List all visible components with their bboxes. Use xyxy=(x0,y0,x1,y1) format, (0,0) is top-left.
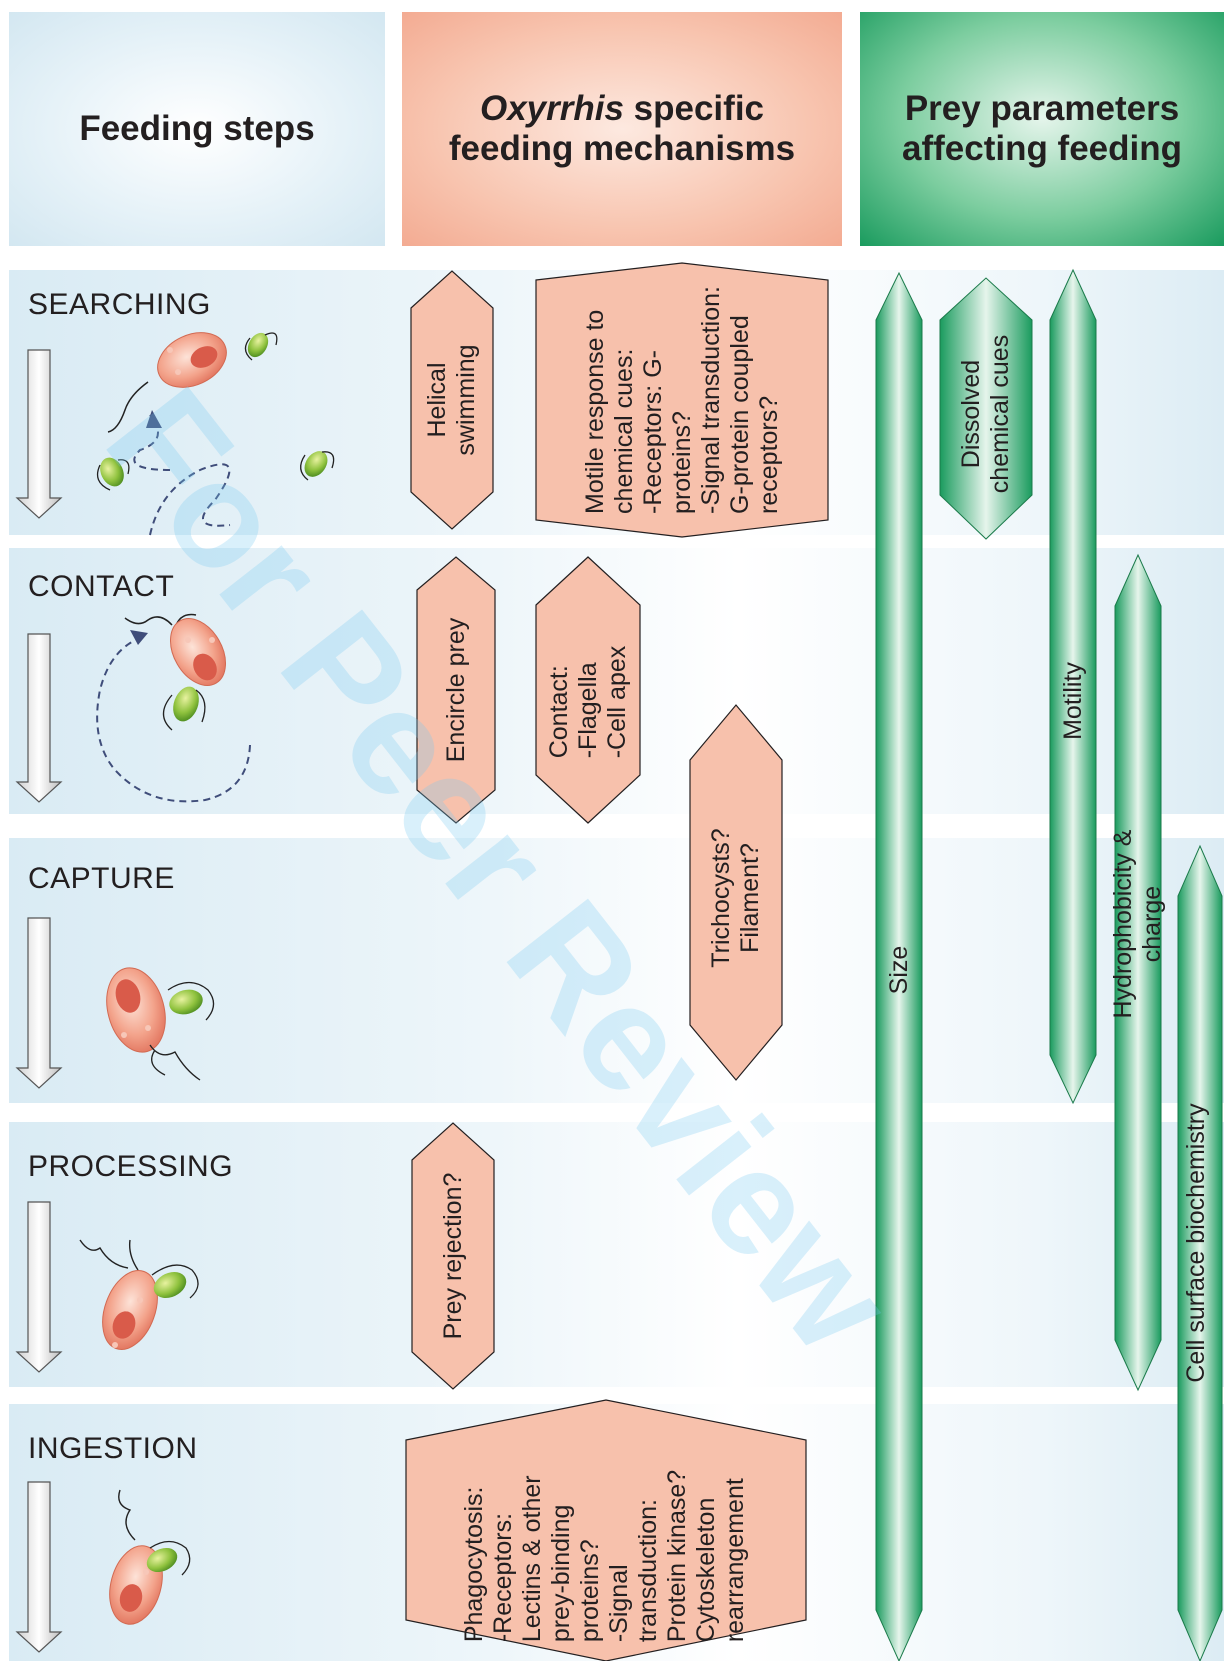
mechanism-encircle-prey-shape xyxy=(416,556,496,824)
parameter-hydrophobicity-label: Hydrophobicity & charge xyxy=(1109,829,1166,1019)
searching-illustration xyxy=(96,332,335,536)
step-label-ingestion: INGESTION xyxy=(28,1432,198,1465)
header-feeding-mechanisms: feeding mechanisms xyxy=(448,129,796,168)
step-arrow-searching xyxy=(15,349,63,519)
ingestion-illustration xyxy=(109,1489,191,1625)
step-arrow-ingestion xyxy=(15,1481,63,1653)
capture-illustration xyxy=(106,967,215,1081)
mechanism-phagocytosis-shape xyxy=(405,1399,807,1661)
step-label-contact: CONTACT xyxy=(28,570,175,603)
header-oxyrrhis-italic: Oxyrrhis xyxy=(479,89,624,128)
step-arrow-processing xyxy=(15,1201,63,1373)
parameter-size-arrow xyxy=(875,271,923,1661)
mechanism-phagocytosis-label: Phagocytosis: -Receptors: Lectins & othe… xyxy=(460,1469,749,1643)
step-label-processing: PROCESSING xyxy=(28,1150,234,1183)
mechanism-prey-rejection-shape xyxy=(411,1122,495,1390)
step-label-capture: CAPTURE xyxy=(28,862,175,895)
mechanism-encircle-prey-label: Encircle prey xyxy=(441,617,470,763)
parameter-dissolved-label: Dissolved chemical cues xyxy=(957,334,1014,494)
processing-illustration xyxy=(79,1239,199,1350)
header-prey-parameters-line2: affecting feeding xyxy=(901,129,1183,168)
parameter-size-label: Size xyxy=(884,945,913,995)
mechanism-motile-response-label: Motile response to chemical cues: -Recep… xyxy=(580,286,783,514)
header-oxyrrhis-mechanisms: Oxyrrhis specific feeding mechanisms xyxy=(402,12,842,246)
step-label-searching: SEARCHING xyxy=(28,288,211,321)
step-arrow-contact xyxy=(15,633,63,803)
row-band-processing xyxy=(9,1122,1224,1387)
step-arrow-capture xyxy=(15,917,63,1089)
mechanism-contact-shape xyxy=(535,556,641,824)
parameter-hydrophobicity-arrow xyxy=(1114,553,1162,1392)
contact-illustration xyxy=(96,613,251,803)
mechanism-prey-rejection-label: Prey rejection? xyxy=(438,1172,467,1340)
header-prey-parameters-text: Prey parameters affecting feeding xyxy=(902,89,1182,169)
row-band-capture xyxy=(9,838,1224,1103)
header-oxyrrhis-text: Oxyrrhis specific feeding mechanisms xyxy=(449,89,795,169)
parameter-cell-surface-arrow xyxy=(1177,844,1223,1661)
header-prey-parameters-line1: Prey parameters xyxy=(904,89,1180,128)
header-feeding-steps-text: Feeding steps xyxy=(79,109,315,148)
mechanism-contact-label: Contact: -Flagella -Cell apex xyxy=(544,645,631,759)
parameter-motility-label: Motility xyxy=(1058,662,1087,740)
header-prey-parameters: Prey parameters affecting feeding xyxy=(860,12,1224,246)
mechanism-helical-swimming-label: Helical swimming xyxy=(423,344,480,456)
mechanism-trichocysts-shape xyxy=(689,704,783,1081)
parameter-motility-arrow xyxy=(1049,268,1097,1105)
header-specific: specific xyxy=(623,89,765,128)
mechanism-trichocysts-label: Trichocysts? Filament? xyxy=(707,828,764,968)
mechanism-motile-response-shape xyxy=(535,262,829,538)
parameter-dissolved-arrow xyxy=(939,277,1033,540)
parameter-cell-surface-label: Cell surface biochemistry xyxy=(1181,1103,1210,1383)
header-feeding-steps: Feeding steps xyxy=(9,12,385,246)
mechanism-helical-swimming-shape xyxy=(410,270,494,530)
